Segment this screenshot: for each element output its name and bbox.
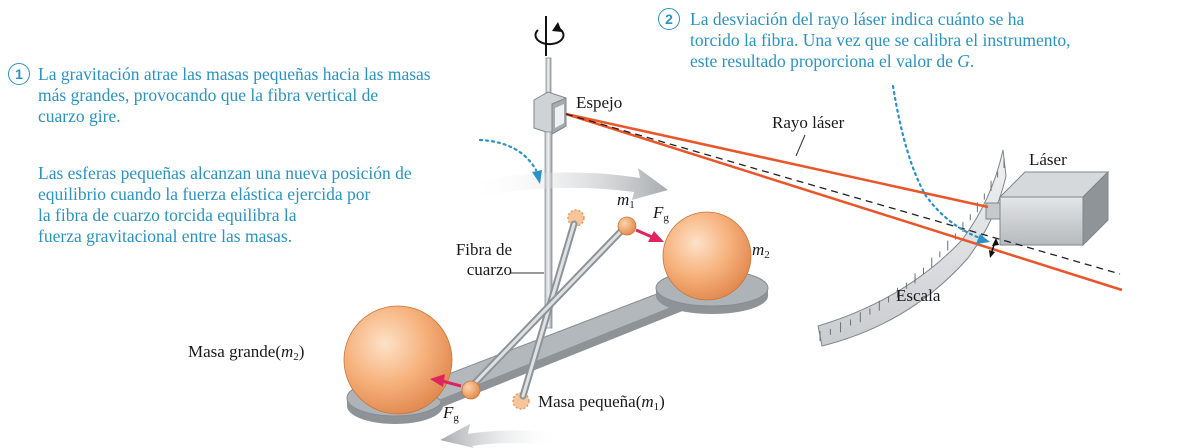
rotation-arrow-top [470, 168, 668, 200]
m2-label: m2 [752, 240, 770, 261]
laser-device [985, 170, 1110, 247]
scale [817, 149, 1007, 347]
small-mass-bottom [461, 380, 481, 400]
laser-leader-line [795, 134, 806, 157]
equilibrium-line: la fibra de cuarzo torcida equilibra la [38, 205, 297, 225]
step1-pointer [478, 138, 538, 172]
step1-line: cuarzo gire. [38, 106, 121, 126]
force-label-bottom: Fg [443, 403, 459, 424]
fiber-label: Fibra de cuarzo [450, 240, 512, 280]
gravitational-constant-symbol: G [957, 51, 970, 71]
small-mass-top [617, 216, 637, 236]
m1-label: m1 [617, 190, 635, 211]
force-label-top: Fg [653, 203, 669, 224]
step1-number-badge: 1 [8, 63, 30, 85]
laser-reference-line [565, 113, 1121, 275]
laser-label: Láser [1029, 150, 1067, 169]
step2-line: torcido la fibra. Una vez que se calibra… [690, 30, 1071, 50]
equilibrium-line: equilibrio cuando la fuerza elástica eje… [38, 184, 371, 204]
force-arrow-top [635, 228, 664, 242]
step2-text: La desviación del rayo láser indica cuán… [690, 9, 1070, 72]
rotation-arrow-bottom [440, 424, 560, 448]
laser-beam-incident [565, 112, 989, 209]
equilibrium-text: Las esferas pequeñas alcanzan una nueva … [38, 163, 412, 247]
force-arrow-bottom [430, 374, 462, 388]
deflection-arrow-icon [989, 238, 999, 258]
rotation-arrow-icon [534, 16, 565, 56]
fiber-top [545, 57, 552, 95]
large-mass-label: Masa grande(m2) [188, 342, 305, 363]
mirror [533, 91, 567, 135]
large-mass-right [662, 211, 752, 301]
step1-line: La gravitación atrae las masas pequeñas … [38, 64, 431, 84]
step1-text: La gravitación atrae las masas pequeñas … [38, 64, 431, 127]
quartz-fiber [544, 131, 553, 329]
step2-line: este resultado proporciona el valor de G… [690, 51, 975, 71]
fiber-label-line: cuarzo [466, 260, 512, 279]
laser-beam-label: Rayo láser [772, 113, 845, 132]
step2-number-badge: 2 [658, 8, 680, 30]
equilibrium-line: Las esferas pequeñas alcanzan una nueva … [38, 163, 412, 183]
mirror-label: Espejo [576, 93, 623, 112]
step2-line: La desviación del rayo láser indica cuán… [690, 9, 1025, 29]
fiber-label-line: Fibra de [455, 240, 512, 259]
equilibrium-line: fuerza gravitacional entre las masas. [38, 226, 293, 246]
step1-line: más grandes, provocando que la fibra ver… [38, 85, 379, 105]
small-mass-label: Masa pequeña(m1) [538, 392, 665, 413]
laser-beam-reflected [565, 112, 1123, 292]
large-mass-left [343, 305, 453, 415]
scale-label: Escala [896, 286, 941, 305]
step2-pointer [891, 84, 982, 240]
